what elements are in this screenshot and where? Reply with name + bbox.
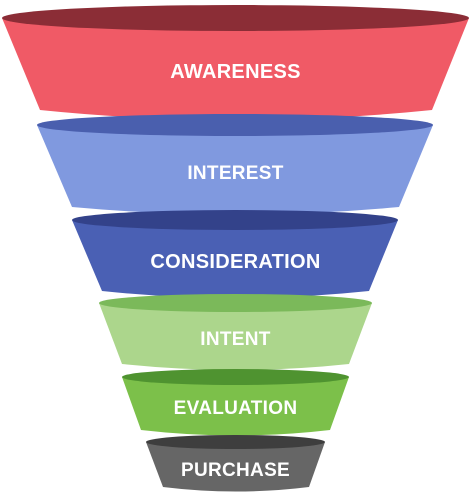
funnel-stage-purchase-rim — [146, 435, 325, 449]
funnel-stage-awareness-body — [2, 18, 469, 120]
funnel-stage-purchase: PURCHASE — [146, 435, 325, 492]
funnel-stage-evaluation-rim — [122, 369, 349, 385]
funnel-stage-awareness: AWARENESS — [2, 5, 469, 120]
funnel-stage-evaluation: EVALUATION — [122, 369, 349, 436]
funnel-stage-intent: INTENT — [99, 294, 372, 370]
funnel-stage-interest-body — [37, 125, 433, 215]
funnel-stage-purchase-label: PURCHASE — [181, 460, 290, 481]
funnel-stage-consideration-rim — [72, 210, 398, 230]
funnel-stage-interest-rim — [37, 114, 433, 136]
funnel-stage-intent-label: INTENT — [200, 329, 270, 350]
funnel-stage-awareness-label: AWARENESS — [170, 61, 301, 83]
funnel-stage-evaluation-body — [122, 377, 349, 436]
funnel-stage-consideration-label: CONSIDERATION — [150, 251, 320, 273]
funnel-stage-awareness-rim — [2, 5, 469, 31]
funnel-stage-intent-body — [99, 303, 372, 370]
funnel-stage-interest-label: INTEREST — [187, 163, 283, 184]
funnel-stage-interest: INTEREST — [37, 114, 433, 215]
funnel-stage-purchase-body — [146, 442, 325, 492]
funnel-stage-evaluation-label: EVALUATION — [174, 398, 298, 419]
funnel-stage-intent-rim — [99, 294, 372, 312]
funnel-stage-consideration-body — [72, 220, 398, 298]
funnel-stage-consideration: CONSIDERATION — [72, 210, 398, 298]
